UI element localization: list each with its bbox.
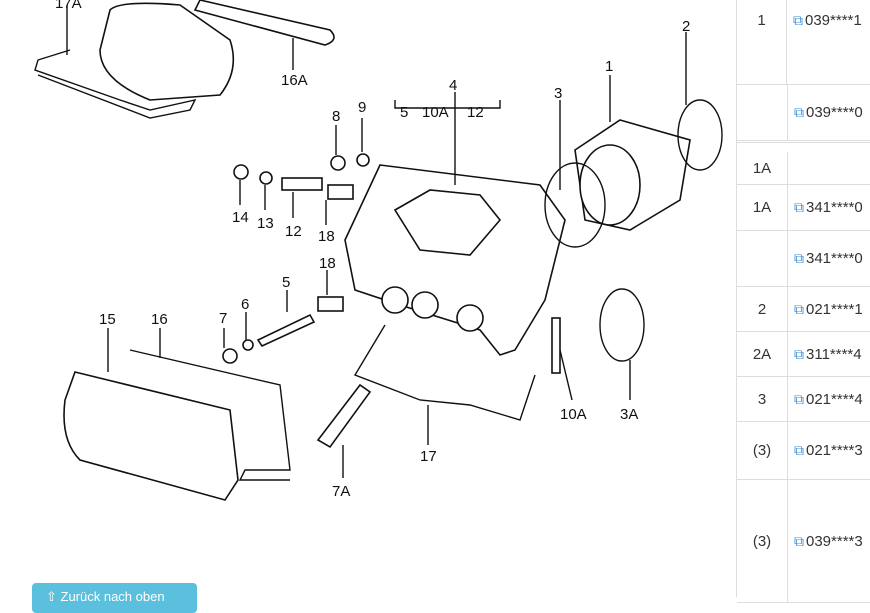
- svg-text:17: 17: [420, 448, 437, 465]
- table-row[interactable]: 1 ⧉039****1: [737, 0, 870, 85]
- copy-icon[interactable]: ⧉: [794, 390, 804, 407]
- svg-text:18: 18: [319, 255, 336, 272]
- table-row[interactable]: 1A: [737, 152, 870, 185]
- position: 3: [737, 377, 788, 421]
- svg-text:4: 4: [449, 77, 457, 94]
- copy-icon[interactable]: ⧉: [794, 442, 804, 458]
- part-number: 341****0: [806, 250, 863, 267]
- cylinder-head-ports: [393, 189, 502, 256]
- svg-text:17A: 17A: [55, 0, 82, 12]
- copy-icon[interactable]: ⧉: [794, 199, 804, 215]
- svg-text:3A: 3A: [620, 406, 638, 423]
- exploded-parts-diagram: 17A 16A 4 5 10A 12 8 9 3 1 2 14 13 12 18…: [34, 0, 723, 501]
- gasket-17a: [34, 49, 197, 119]
- svg-text:5: 5: [400, 104, 408, 121]
- part-number: 021****4: [806, 390, 863, 408]
- svg-text:15: 15: [99, 311, 116, 328]
- table-row[interactable]: 2A ⧉311****4: [737, 332, 870, 377]
- gasket-16: [129, 349, 291, 481]
- part-number: 039****3: [806, 532, 863, 550]
- svg-text:14: 14: [232, 209, 249, 226]
- svg-text:7A: 7A: [332, 483, 350, 500]
- back-to-top-button[interactable]: ⇧ Zurück nach oben: [32, 583, 197, 613]
- position: [737, 85, 788, 140]
- svg-text:10A: 10A: [560, 406, 587, 423]
- position: (3): [737, 480, 788, 602]
- copy-icon[interactable]: ⧉: [794, 345, 804, 362]
- svg-text:3: 3: [554, 85, 562, 102]
- tube-7a: [316, 383, 372, 449]
- copy-icon[interactable]: ⧉: [794, 300, 804, 317]
- part-number: 311****4: [806, 345, 862, 363]
- pushrod-tube-wire-17: [353, 324, 536, 421]
- svg-text:16A: 16A: [281, 72, 308, 89]
- position: (3): [737, 422, 788, 479]
- svg-text:9: 9: [358, 99, 366, 116]
- svg-text:12: 12: [467, 104, 484, 121]
- svg-text:12: 12: [285, 223, 302, 240]
- callout-labels: 17A 16A 4 5 10A 12 8 9 3 1 2 14 13 12 18…: [55, 0, 690, 500]
- part-number: 021****3: [806, 442, 863, 459]
- position: 1A: [737, 185, 788, 230]
- position: 1: [737, 0, 787, 84]
- svg-text:8: 8: [332, 108, 340, 125]
- table-row[interactable]: 3 ⧉021****4: [737, 377, 870, 422]
- table-row[interactable]: (3) ⧉039****3: [737, 480, 870, 603]
- svg-text:7: 7: [219, 310, 227, 327]
- svg-text:1: 1: [605, 58, 613, 75]
- seal-3a: [599, 288, 645, 362]
- svg-text:16: 16: [151, 311, 168, 328]
- svg-text:18: 18: [318, 228, 335, 245]
- svg-text:10A: 10A: [422, 104, 449, 121]
- part-number: 021****1: [806, 300, 863, 318]
- part-number: 341****0: [806, 199, 863, 216]
- svg-text:5: 5: [282, 274, 290, 291]
- part-number: 039****0: [806, 104, 863, 121]
- part-number: 039****1: [805, 12, 862, 29]
- valve-cover-top: [99, 2, 235, 101]
- position: 1A: [737, 152, 788, 184]
- table-row[interactable]: ⧉341****0: [737, 231, 870, 287]
- svg-text:6: 6: [241, 296, 249, 313]
- position: 2A: [737, 332, 788, 376]
- table-row[interactable]: (3) ⧉021****3: [737, 422, 870, 480]
- table-row[interactable]: 1A ⧉341****0: [737, 185, 870, 231]
- table-row[interactable]: ⧉039****0: [737, 85, 870, 143]
- svg-text:13: 13: [257, 215, 274, 232]
- copy-icon[interactable]: ⧉: [794, 250, 804, 266]
- parts-table: 1⧉039****1 ⧉039****0 1A 1A⧉341****0 ⧉341…: [736, 0, 870, 603]
- copy-icon[interactable]: ⧉: [793, 12, 803, 28]
- position: 2: [737, 287, 788, 331]
- position: [737, 231, 788, 286]
- copy-icon[interactable]: ⧉: [794, 532, 804, 549]
- svg-text:2: 2: [682, 18, 690, 35]
- copy-icon[interactable]: ⧉: [794, 104, 804, 120]
- table-row[interactable]: 2 ⧉021****1: [737, 287, 870, 332]
- seal-2: [677, 99, 723, 171]
- seal-3: [544, 162, 606, 248]
- valve-cover-bottom: [63, 371, 239, 501]
- gasket-16a: [193, 0, 335, 46]
